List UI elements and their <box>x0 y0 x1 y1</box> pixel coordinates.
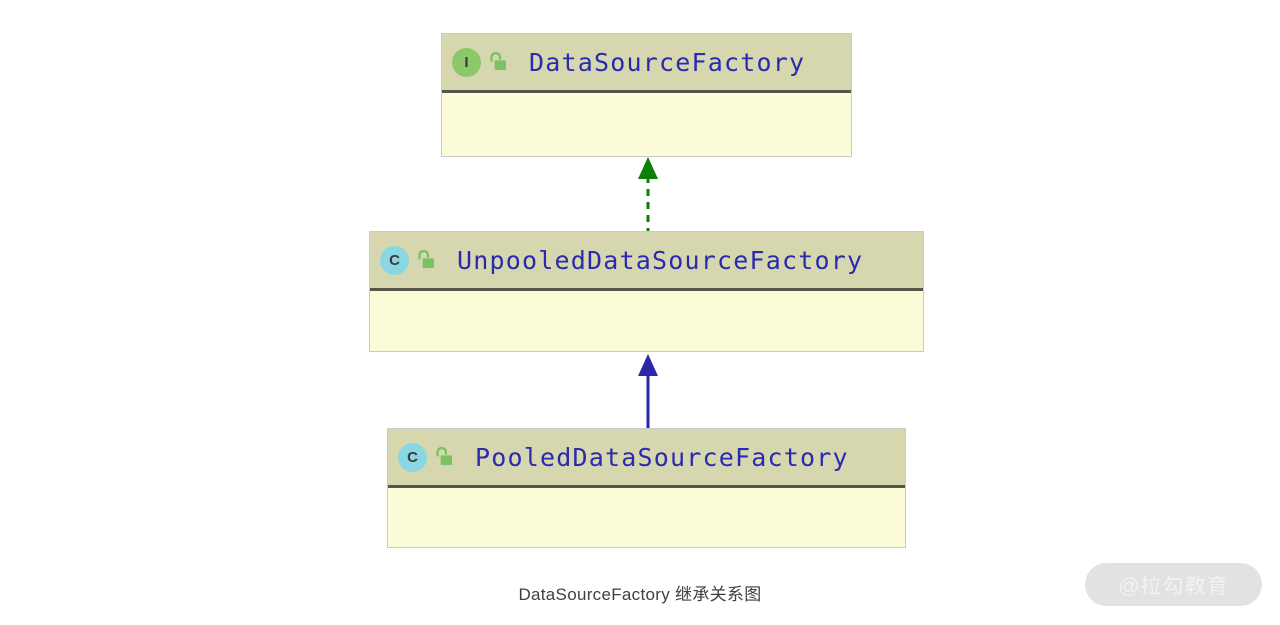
class-badge-icon: C <box>398 442 427 472</box>
unlocked-padlock-icon <box>418 249 434 268</box>
uml-node-title: DataSourceFactory <box>529 47 806 77</box>
uml-class-node-datasourcefactory[interactable]: I DataSourceFactory <box>441 33 852 157</box>
diagram-caption: DataSourceFactory 继承关系图 <box>518 585 762 604</box>
watermark-badge: @拉勾教育 <box>1085 563 1262 606</box>
generalization-arrowhead-icon <box>638 354 658 376</box>
uml-node-members <box>442 93 851 154</box>
uml-node-header: I DataSourceFactory <box>442 34 851 93</box>
uml-class-node-unpooleddatasourcefactory[interactable]: C UnpooledDataSourceFactory <box>369 231 924 352</box>
unlocked-padlock-icon <box>490 51 506 70</box>
uml-class-node-pooleddatasourcefactory[interactable]: C PooledDataSourceFactory <box>387 428 906 548</box>
uml-node-members <box>388 488 905 545</box>
realization-edge <box>638 157 658 235</box>
uml-node-title: PooledDataSourceFactory <box>475 442 849 472</box>
unlocked-padlock-icon <box>436 446 452 465</box>
generalization-edge <box>638 354 658 430</box>
uml-node-title: UnpooledDataSourceFactory <box>457 245 864 275</box>
uml-node-members <box>370 291 923 349</box>
interface-badge-icon: I <box>452 47 481 77</box>
realization-arrowhead-icon <box>638 157 658 179</box>
watermark-text: @拉勾教育 <box>1118 574 1229 598</box>
class-badge-icon: C <box>380 245 409 275</box>
uml-node-header: C PooledDataSourceFactory <box>388 429 905 488</box>
uml-node-header: C UnpooledDataSourceFactory <box>370 232 923 291</box>
